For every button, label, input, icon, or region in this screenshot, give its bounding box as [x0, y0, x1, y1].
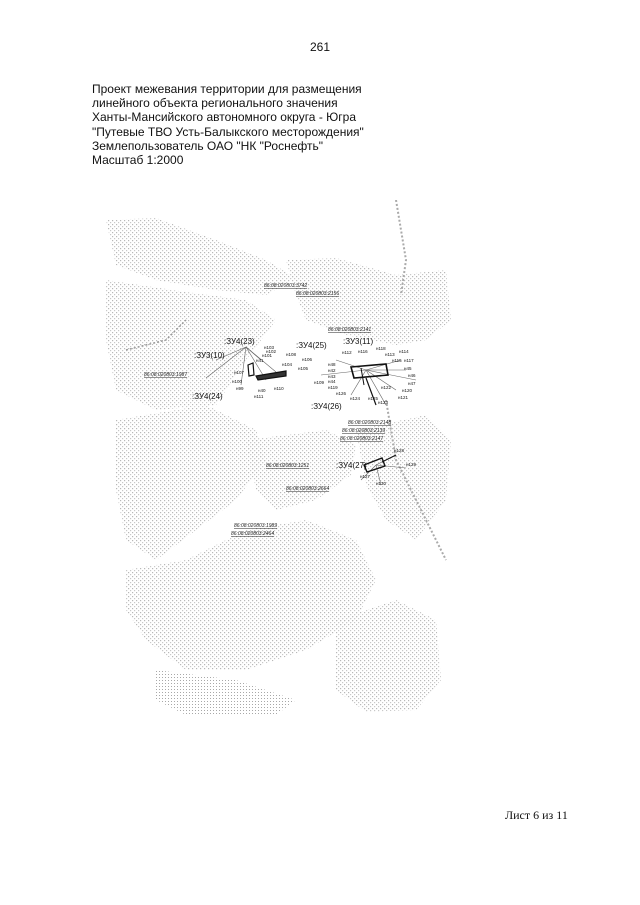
point-label: н119	[328, 385, 338, 390]
point-label: н99	[236, 386, 244, 391]
point-label: н115	[392, 358, 402, 363]
point-label: н129	[406, 462, 416, 467]
point-label: н122	[381, 385, 391, 390]
title-line: "Путевые ТВО Усть-Балыкского месторожден…	[92, 124, 364, 139]
point-label: н116	[358, 349, 368, 354]
point-label: н46	[408, 373, 416, 378]
map-title-block: Проект межевания территории для размещен…	[92, 82, 412, 167]
point-label: н101	[262, 353, 272, 358]
plot-label: :ЗУ4(25)	[296, 341, 327, 350]
terrain-shading	[106, 200, 451, 715]
point-label: н100	[232, 379, 242, 384]
cadastral-label: 86:08:020803:2156	[296, 291, 339, 297]
cadastral-label: 86:08:020803:2464	[231, 531, 274, 537]
point-label: н111	[254, 394, 264, 399]
point-label: н126	[336, 391, 346, 396]
point-label: н108	[286, 352, 296, 357]
title-line: Ханты-Мансийского автономного округа - Ю…	[92, 110, 356, 125]
point-label: н109	[314, 380, 324, 385]
point-label: н45	[404, 366, 412, 371]
point-label: н106	[302, 357, 312, 362]
point-label: н43	[328, 374, 336, 379]
page-number: 261	[309, 40, 331, 54]
point-label: н118	[376, 346, 386, 351]
point-label: н105	[298, 366, 308, 371]
point-label: н41	[256, 358, 264, 363]
plot-label: :ЗУ4(24)	[192, 392, 223, 401]
point-label: н103	[264, 345, 274, 350]
point-label: н120	[402, 388, 412, 393]
point-label: н44	[328, 379, 336, 384]
plot-label: :ЗУ4(26)	[311, 402, 342, 411]
point-label: н48	[328, 362, 336, 367]
scale-line: Масштаб 1:2000	[92, 153, 184, 168]
title-line: Проект межевания территории для размещен…	[92, 82, 362, 96]
cadastral-label: 86:08:020803:2147	[340, 436, 383, 442]
plot-label: :ЗУ3(10)	[194, 351, 225, 360]
point-label: н102	[266, 349, 276, 354]
point-label: н114	[399, 349, 409, 354]
point-label: н123	[378, 400, 388, 405]
point-label: н112	[342, 350, 352, 355]
cadastral-label: 86:08:020803:2148	[348, 420, 391, 426]
cadastral-label: 86:08:020803:2141	[328, 327, 371, 333]
land-survey-map: :ЗУ4(23) :ЗУ3(10) :ЗУ4(24) :ЗУ4(25) :ЗУ3…	[96, 200, 456, 720]
point-label: н121	[398, 395, 408, 400]
point-label: н110	[274, 386, 284, 391]
land-plots	[247, 362, 397, 473]
point-label: н128	[394, 448, 404, 453]
title-line: линейного объекта регионального значения	[92, 96, 338, 111]
point-label: н124	[350, 396, 360, 401]
point-label: н40	[258, 388, 266, 393]
plot-label: :ЗУ4(23)	[224, 337, 255, 346]
cadastral-label: 86:08:020803:1989	[234, 523, 277, 529]
point-label: н47	[408, 381, 416, 386]
cadastral-label: 86:08:020803:2139	[342, 428, 385, 434]
point-label: н42	[328, 368, 336, 373]
cadastral-label: 86:08:020803:3742	[264, 283, 307, 289]
plot-label: :ЗУ3(11)	[343, 337, 373, 346]
leader-lines	[205, 346, 417, 486]
point-label: н104	[282, 362, 292, 367]
point-label: н117	[404, 358, 414, 363]
plot-label: :ЗУ4(27)	[336, 461, 367, 470]
point-label: н130	[376, 481, 386, 486]
cadastral-label: 86:08:020803:1987	[144, 372, 187, 378]
title-line: Землепользователь ОАО "НК "Роснефть"	[92, 138, 323, 153]
point-label: н113	[385, 352, 395, 357]
point-label: н107	[234, 370, 244, 375]
sheet-number: Лист 6 из 11	[505, 808, 568, 822]
point-label: н125	[368, 396, 378, 401]
cadastral-label: 86:08:020803:2664	[286, 486, 329, 492]
point-label: н127	[360, 474, 370, 479]
cadastral-label: 86:08:020803:1251	[266, 463, 309, 469]
